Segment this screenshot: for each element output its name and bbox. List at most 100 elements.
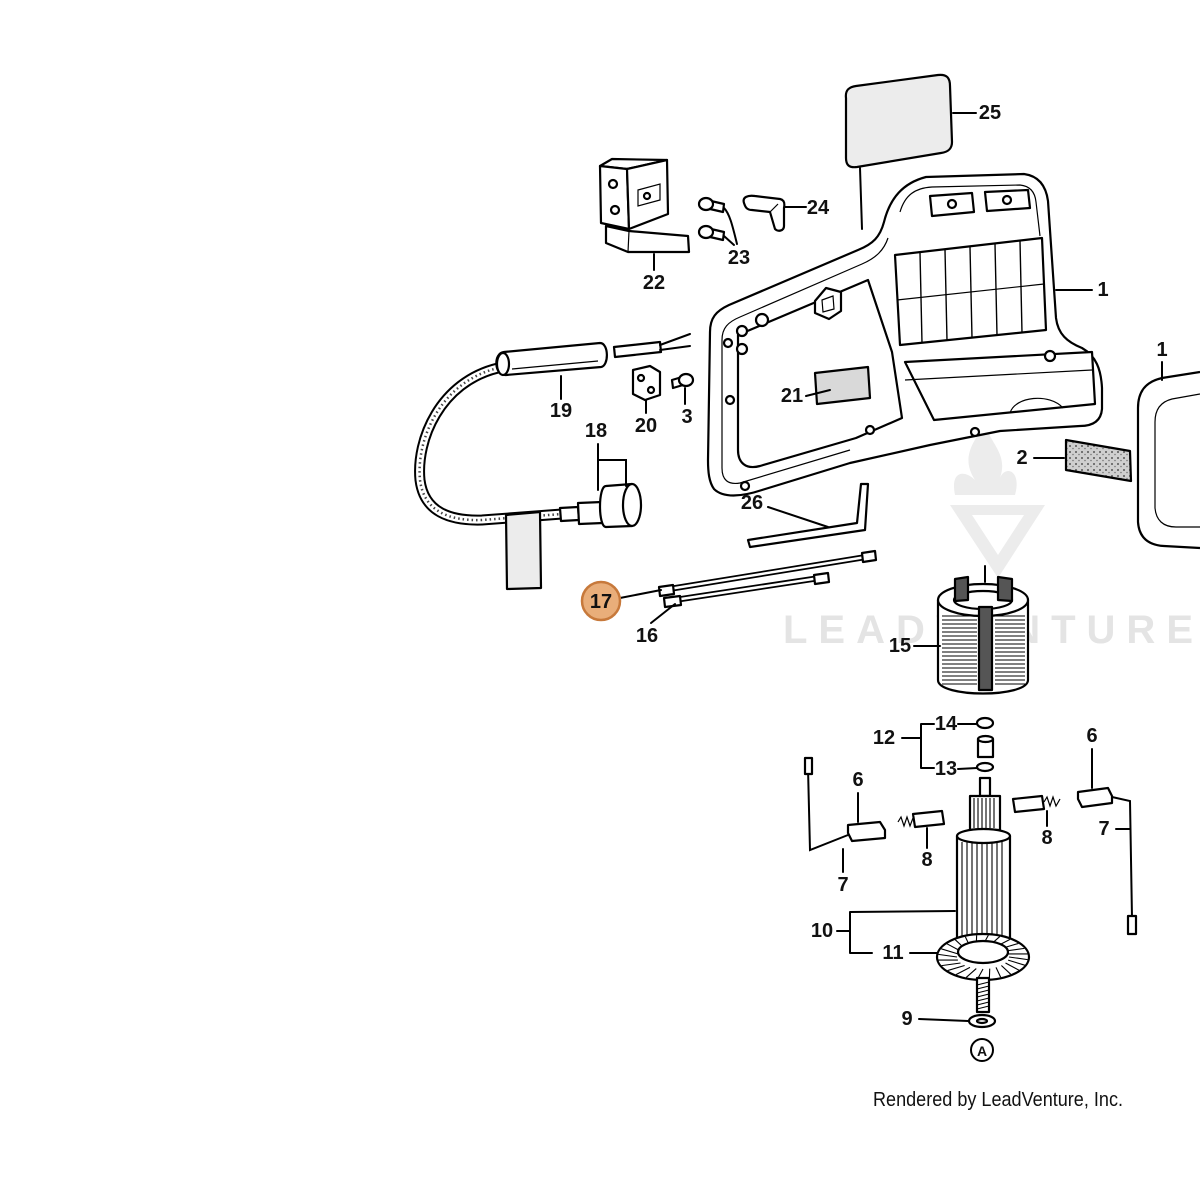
cord-strain-relief (558, 505, 581, 523)
callout-16[interactable]: 16 (636, 625, 658, 647)
leader-line-9 (918, 1018, 969, 1022)
part-25-plate (844, 73, 954, 169)
fan-blade (1005, 962, 1020, 971)
housing-fin (1019, 240, 1023, 333)
fan-blade (1001, 965, 1012, 975)
switch-contact (637, 183, 661, 207)
cord-wires (659, 333, 691, 351)
callout-18[interactable]: 18 (585, 420, 607, 442)
stator-pole (977, 605, 994, 692)
shaft-thread (976, 1001, 990, 1006)
part-19-power-cord (414, 333, 691, 591)
lead-terminal (803, 756, 814, 776)
callout-22[interactable]: 22 (643, 272, 665, 294)
callout-17[interactable]: 17 (590, 591, 612, 613)
housing-inner-rim-lower (721, 340, 851, 485)
screw-head (697, 224, 715, 240)
housing-latch-inner (821, 295, 835, 313)
housing-top-rim (899, 184, 1041, 237)
callout-20[interactable]: 20 (635, 415, 657, 437)
leader-line-17 (619, 589, 662, 599)
part-8-carbon-brush-left (911, 809, 946, 829)
cord-sleeve-shade (511, 360, 599, 370)
callout-1-half[interactable]: 1 (1156, 339, 1167, 361)
cord-sleeve-end (495, 351, 511, 377)
shaft-thread (976, 985, 990, 990)
rod-core (667, 575, 827, 603)
callout-25[interactable]: 25 (979, 102, 1001, 124)
part-7-brush-lead-right (1111, 796, 1133, 919)
callout-3[interactable]: 3 (681, 406, 692, 428)
callout-12[interactable]: 12 (873, 727, 895, 749)
switch-terminal (609, 204, 621, 216)
cord-jacket (612, 340, 663, 359)
callout-26[interactable]: 26 (741, 492, 763, 514)
stator-windings (942, 615, 1025, 685)
leader-line-25-mount (859, 167, 863, 230)
callout-21[interactable]: 21 (781, 385, 803, 407)
part-14-washer (975, 716, 995, 730)
housing-inner-rim (721, 237, 889, 341)
fan-blade (941, 948, 959, 955)
cord-outer (414, 362, 563, 526)
screw-hole (724, 394, 736, 406)
callout-8-right[interactable]: 8 (1041, 827, 1052, 849)
housing-latch (813, 286, 843, 321)
rod-end (662, 594, 683, 609)
part-1-housing (706, 172, 1104, 497)
part-20-cable-clamp (631, 364, 662, 402)
rod-end (860, 549, 878, 564)
armature-shaft-top (978, 776, 992, 798)
part-15-stator (936, 565, 1030, 695)
callout-15[interactable]: 15 (889, 635, 911, 657)
leader-line-13 (957, 767, 978, 770)
callout-14[interactable]: 14 (935, 713, 958, 735)
callout-13[interactable]: 13 (935, 758, 957, 780)
selected-callout-marker[interactable] (580, 580, 622, 622)
screw-hole (735, 342, 749, 356)
part-6-brush-holder-right (1076, 786, 1114, 809)
leader-line-16 (650, 603, 676, 624)
callout-10[interactable]: 10 (811, 920, 833, 942)
part-12-bearing-top (976, 734, 995, 744)
housing-lower-rib (904, 369, 1093, 381)
callout-17-selected[interactable]: 17 (580, 580, 622, 622)
shaft-thread (976, 989, 990, 994)
brush-assembly-left (803, 756, 946, 852)
cord-inner (416, 364, 563, 524)
callout-23[interactable]: 23 (728, 247, 750, 269)
callout-6-right[interactable]: 6 (1086, 725, 1097, 747)
callout-9[interactable]: 9 (901, 1008, 912, 1030)
screw-hole (864, 424, 876, 436)
render-credit: Rendered by LeadVenture, Inc. (873, 1089, 1123, 1111)
part-2-pad (1064, 438, 1133, 483)
washer-inner (975, 1017, 989, 1025)
part-16-rod (662, 571, 831, 609)
fan-blade (947, 964, 965, 972)
screw-hole (739, 480, 751, 492)
clamp-hole (646, 385, 656, 395)
part-23-screws (697, 196, 726, 242)
rod-end (657, 583, 676, 598)
callout-11[interactable]: 11 (882, 942, 903, 964)
reference-marker-label: A (977, 1043, 987, 1059)
screw-hole (1043, 349, 1057, 363)
callout-8-left[interactable]: 8 (921, 849, 932, 871)
housing-fin (969, 246, 973, 338)
armature-core-top (955, 827, 1012, 845)
callout-1[interactable]: 1 (1097, 279, 1108, 301)
spring (897, 815, 914, 828)
clip-fold (769, 203, 779, 213)
screw-hole (1001, 194, 1013, 206)
watermark-v-logo (950, 505, 1045, 578)
plate-body (844, 73, 954, 169)
callout-24[interactable]: 24 (807, 197, 830, 219)
callout-7-left[interactable]: 7 (837, 874, 848, 896)
callout-19[interactable]: 19 (550, 400, 572, 422)
callout-7-right[interactable]: 7 (1098, 818, 1109, 840)
switch-lever-edge (627, 230, 630, 253)
leader-bracket-18 (597, 443, 627, 491)
callout-6-left[interactable]: 6 (852, 769, 863, 791)
callout-2[interactable]: 2 (1016, 447, 1027, 469)
